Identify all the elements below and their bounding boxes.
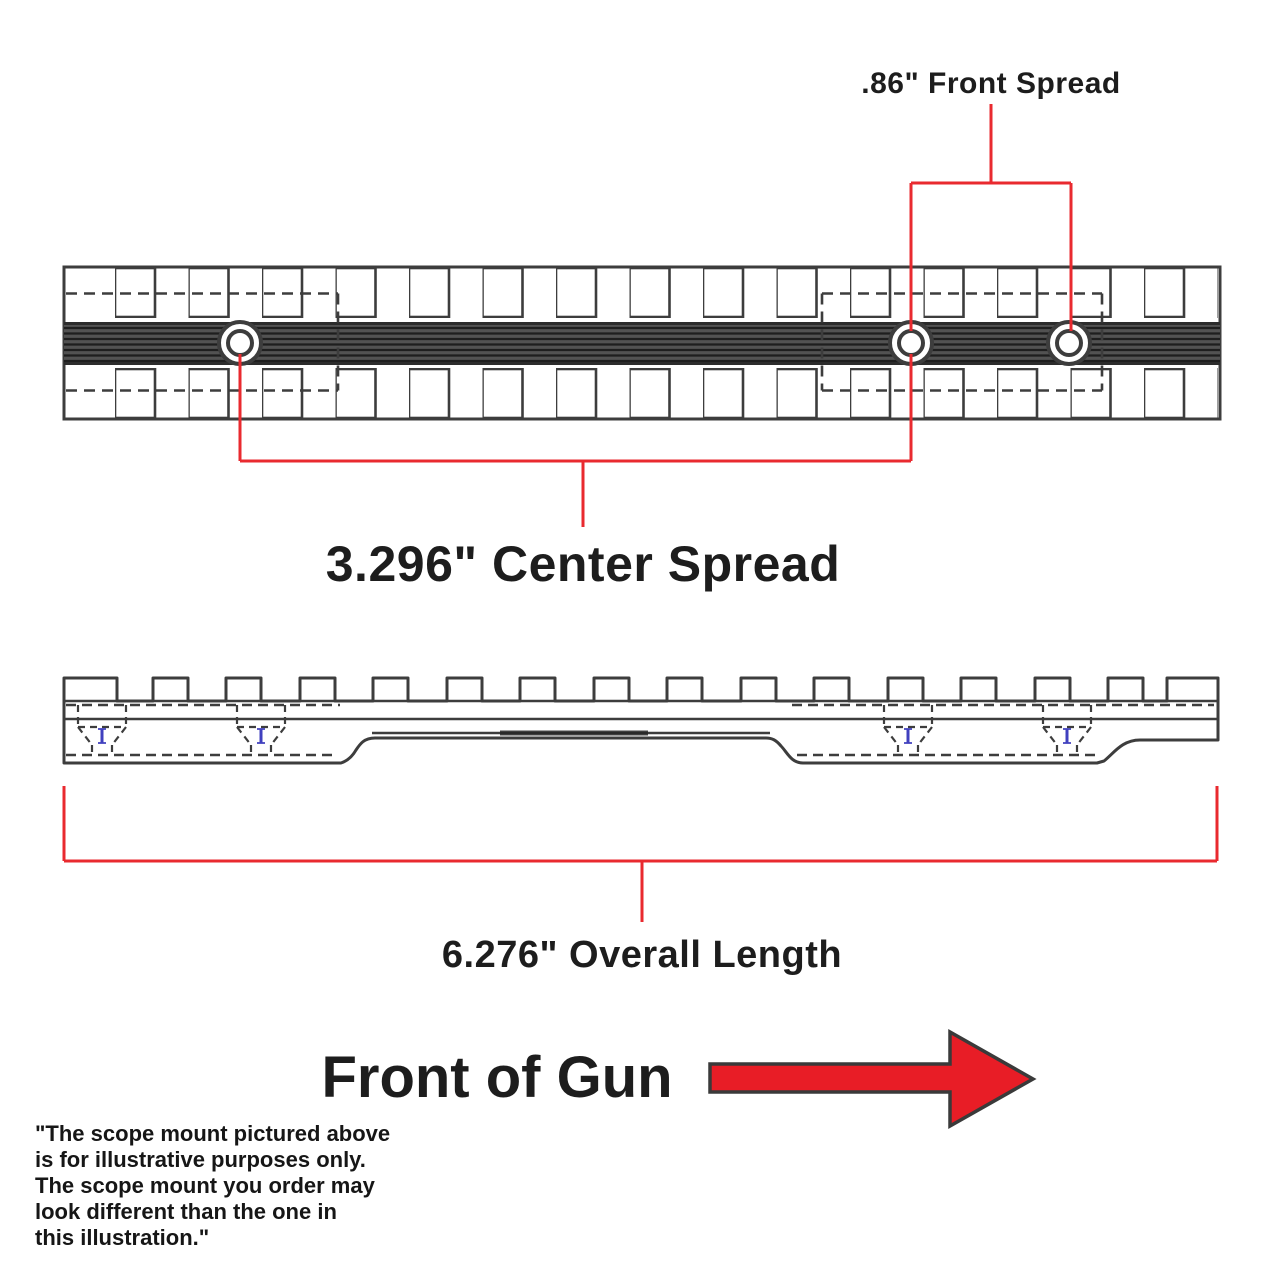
overall-length-label: 6.276" Overall Length xyxy=(441,934,843,976)
center-spread-label: 3.296" Center Spread xyxy=(325,536,841,592)
disclaimer-line: this illustration." xyxy=(35,1225,210,1250)
disclaimer-line: is for illustrative purposes only. xyxy=(35,1147,366,1172)
center-spread-callout xyxy=(238,354,913,527)
front-spread-callout xyxy=(909,104,1073,331)
front-spread-label: .86" Front Spread xyxy=(861,67,1121,100)
top-view-hidden-lines xyxy=(66,292,1104,392)
side-view-drawing xyxy=(62,676,1220,765)
disclaimer-line: look different than the one in xyxy=(35,1199,337,1224)
top-view-drawing xyxy=(62,265,1222,421)
top-view-lower-slots xyxy=(100,368,1218,420)
side-view-hidden-lines xyxy=(66,703,1214,757)
disclaimer-line: "The scope mount pictured above xyxy=(35,1121,391,1146)
overall-length-callout xyxy=(62,786,1219,922)
disclaimer-note: "The scope mount pictured above is for i… xyxy=(35,1121,455,1251)
screw-hole-front-2 xyxy=(1046,320,1092,366)
front-of-gun-label: Front of Gun xyxy=(321,1045,673,1110)
disclaimer-line: The scope mount you order may xyxy=(35,1173,375,1198)
front-of-gun-arrow-icon xyxy=(708,1028,1037,1130)
top-view-upper-slots xyxy=(100,266,1218,318)
